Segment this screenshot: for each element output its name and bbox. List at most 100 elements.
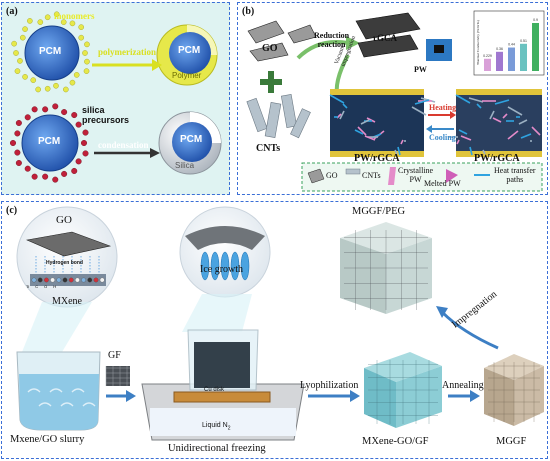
monomer-dot xyxy=(22,26,28,32)
fiber-line xyxy=(494,99,510,105)
liquid-n2 xyxy=(150,408,296,436)
panel-a-label: (a) xyxy=(6,6,18,17)
mxene-atoms xyxy=(31,277,105,283)
panel-a: (a) xyxy=(1,2,230,195)
legend-go-label: GO xyxy=(326,171,338,180)
impregnation-arrow xyxy=(440,310,499,350)
liquid-n2-text: Liquid N xyxy=(202,422,228,429)
pcm-label-3: PCM xyxy=(38,136,61,147)
monomer-dot xyxy=(17,58,23,64)
ice-scaffold xyxy=(185,226,265,250)
ice-crystal xyxy=(230,251,240,281)
cooling-label: Cooling xyxy=(429,133,456,142)
hydrogen-bond-lines xyxy=(35,256,100,274)
slurry-liquid xyxy=(19,374,99,430)
monomer-dot xyxy=(69,79,76,86)
swirl xyxy=(38,402,52,407)
monomer-dot xyxy=(13,50,19,56)
atom xyxy=(37,277,43,283)
atom xyxy=(81,277,86,283)
mini-bar xyxy=(508,47,515,71)
pw-label: PW xyxy=(414,65,427,74)
mini-bar xyxy=(532,23,539,71)
gf-label: GF xyxy=(108,350,121,361)
fiber-line xyxy=(411,106,427,116)
go-label: GO xyxy=(56,214,72,226)
monomer-dot xyxy=(84,58,90,65)
precursor-dot xyxy=(42,106,49,113)
fiber-line xyxy=(460,135,472,141)
precursor-dot xyxy=(31,173,38,180)
unidirectional-freezing-label: Unidirectional freezing xyxy=(168,443,266,454)
mini-bar-value: 0.44 xyxy=(508,43,515,47)
monomer-dot xyxy=(84,41,90,48)
pcm-label-1: PCM xyxy=(39,46,62,57)
ice-crystal xyxy=(220,251,230,281)
fiber-line xyxy=(520,133,532,139)
ice-crystal xyxy=(240,251,250,281)
panel-c-drawing xyxy=(16,206,544,441)
atom xyxy=(99,277,105,283)
atom-legend-item: H xyxy=(53,284,57,289)
fiber-line xyxy=(394,149,398,155)
fiber-line xyxy=(414,99,430,105)
cu-disk xyxy=(173,391,271,403)
swirl xyxy=(27,388,41,393)
atom xyxy=(62,277,68,283)
fiber-line xyxy=(397,146,401,156)
precursor-dot xyxy=(31,106,38,113)
fiber-line xyxy=(339,110,345,120)
monomer-dot xyxy=(63,86,69,93)
panel-c-label: (c) xyxy=(6,205,18,216)
mxene-go-gf-label: MXene-GO/GF xyxy=(362,436,429,447)
monomer-dot xyxy=(11,40,17,47)
fiber-line xyxy=(357,126,367,136)
precursor-dot xyxy=(52,176,59,183)
mxene-label: MXene xyxy=(52,296,82,307)
mxene-go-slurry-label: Mxene/GO slurry xyxy=(10,434,85,445)
monomer-dot xyxy=(44,85,51,92)
reduction-arrow xyxy=(296,40,349,60)
legend-go-swatch xyxy=(307,168,325,184)
fiber-line xyxy=(469,146,473,156)
panel-a-drawing xyxy=(9,11,222,183)
monomer-dot xyxy=(30,77,37,83)
precursor-dot xyxy=(61,109,68,116)
lyophilization-arrow-head xyxy=(350,390,360,402)
cu-disk-label: Cu disk xyxy=(204,387,225,393)
focus-cone-2 xyxy=(182,294,252,332)
monomer-dot xyxy=(78,34,85,41)
rgca-label: rGCA xyxy=(373,33,397,43)
swirl xyxy=(49,388,63,393)
legend-heat-label: Heat transfer paths xyxy=(494,166,536,184)
cnts-label: CNTs xyxy=(256,143,281,154)
pcm-label-2: PCM xyxy=(178,45,201,56)
fiber-line xyxy=(458,129,468,135)
monomer-dot xyxy=(14,68,21,74)
precursor-dot xyxy=(24,165,31,172)
precursor-dot xyxy=(52,103,59,110)
precursor-dot xyxy=(75,121,82,128)
atom xyxy=(93,277,99,283)
pcm-core-4 xyxy=(172,122,212,162)
monomer-dot xyxy=(35,86,41,93)
ice-growth-label: Ice growth xyxy=(200,264,244,275)
precursor-dot xyxy=(15,119,22,126)
lyophilization-label: Lyophilization xyxy=(300,380,359,391)
precursor-dot xyxy=(14,149,21,156)
cube-mesh xyxy=(344,230,540,424)
polymerization-label: polymerization xyxy=(98,47,156,57)
monomer-dot xyxy=(73,72,80,78)
fiber-line xyxy=(342,103,348,109)
fiber-line xyxy=(531,126,541,136)
fiber-line xyxy=(364,135,376,141)
fiber-line xyxy=(468,97,484,103)
fiber-line xyxy=(507,106,523,116)
fiber-line xyxy=(492,117,502,123)
fiber-line xyxy=(329,94,345,104)
precursor-dot xyxy=(9,139,16,146)
precursor-dot xyxy=(61,170,68,177)
condensation-arrow-head xyxy=(150,148,160,158)
pw-block xyxy=(434,45,444,53)
